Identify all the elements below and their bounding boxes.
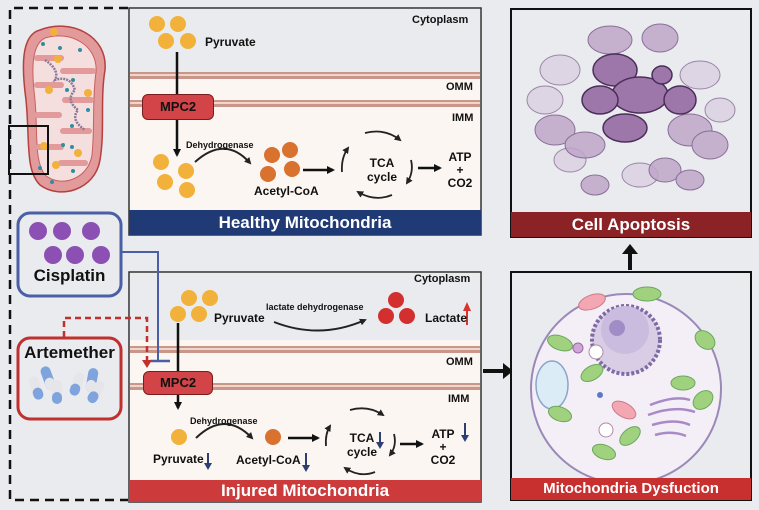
injured-pyruvate-cluster [170, 290, 218, 322]
injured-imm-label: IMM [448, 393, 470, 405]
healthy-imm-label: IMM [452, 112, 474, 124]
healthy-mpc2-transporter: MPC2 [142, 94, 214, 120]
healthy-products-label: ATP + CO2 [445, 151, 475, 190]
injured-mitochondria-banner: Injured Mitochondria [220, 481, 390, 500]
injured-acetyl-coa [265, 429, 281, 445]
down-arrows [204, 423, 469, 472]
lactate-label: Lactate [425, 311, 468, 325]
healthy-tca-line2: cycle [366, 170, 398, 184]
healthy-cytoplasm-label: Cytoplasm [412, 14, 469, 26]
injured-inner-pyruvate [171, 429, 187, 445]
injured-tca-line2: cycle [346, 445, 378, 459]
injured-mpc2-transporter: MPC2 [143, 371, 213, 395]
injured-dehydrogenase-label: Dehydrogenase [190, 416, 258, 426]
healthy-atp: ATP [448, 150, 472, 164]
artemether-activation-line [62, 316, 149, 360]
injured-pyruvate-label: Pyruvate [214, 311, 265, 325]
healthy-mitochondria-banner: Healthy Mitochondria [218, 213, 392, 232]
injured-co2: CO2 [430, 453, 456, 467]
zoom-selection-box [8, 125, 49, 175]
artemether-label: Artemether [24, 343, 115, 362]
artemether-capsules [28, 366, 105, 404]
healthy-acetyl-coa-cluster [260, 142, 300, 182]
apoptotic-cells-image [526, 23, 736, 196]
healthy-plus: + [456, 163, 464, 177]
healthy-tca-cycle-arrows [340, 130, 413, 199]
cell-apoptosis-banner: Cell Apoptosis [571, 215, 691, 234]
injured-cytoplasm-label: Cytoplasm [414, 273, 471, 285]
healthy-omm-label: OMM [446, 81, 473, 93]
healthy-tca-cycle-label: TCA cycle [362, 156, 402, 184]
injured-tca-cycle-label: TCA cycle [344, 431, 380, 459]
healthy-inner-pyruvate-cluster [153, 154, 195, 198]
healthy-dehydrogenase-arrow [194, 147, 252, 165]
lactate-dehydrogenase-arrow [273, 318, 367, 332]
healthy-dehydrogenase-label: Dehydrogenase [186, 140, 254, 150]
healthy-co2: CO2 [447, 176, 473, 190]
injured-omm-label: OMM [446, 356, 473, 368]
mitochondria-dysfunction-banner: Mitochondria Dysfuction [543, 480, 719, 497]
mitochondrion-icon [22, 25, 106, 193]
overview-dashed-frame [8, 6, 128, 502]
healthy-acetyl-coa-label: Acetyl-CoA [254, 184, 319, 198]
eukaryotic-cell-image [530, 286, 722, 485]
injured-acetyl-coa-label: Acetyl-CoA [236, 453, 301, 467]
injured-tca-line1: TCA [349, 431, 375, 445]
healthy-mpc2-label: MPC2 [159, 99, 197, 114]
lactate-dehydrogenase-label: lactate dehydrogenase [266, 302, 364, 312]
injured-tca-cycle-arrows [324, 407, 396, 476]
healthy-pyruvate-label: Pyruvate [205, 35, 256, 49]
healthy-pyruvate-cluster [149, 16, 196, 49]
injured-products-label: ATP + CO2 [428, 428, 458, 467]
injured-plus: + [439, 440, 447, 454]
injured-mpc2-label: MPC2 [159, 375, 197, 390]
injured-atp: ATP [431, 427, 455, 441]
injured-dehydrogenase-arrow [195, 423, 254, 440]
cisplatin-molecules [29, 222, 110, 264]
lactate-cluster [378, 292, 415, 324]
injured-inner-pyruvate-label: Pyruvate [153, 452, 204, 466]
cisplatin-label: Cisplatin [33, 266, 106, 285]
healthy-tca-line1: TCA [369, 156, 395, 170]
cisplatin-inhibition-line [122, 251, 159, 361]
